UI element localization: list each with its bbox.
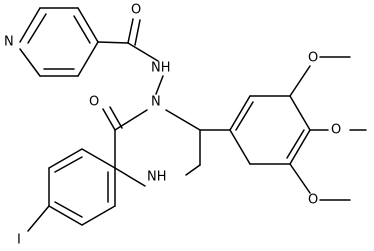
- bond: [54, 201, 83, 218]
- bond: [77, 7, 99, 43]
- bond: [27, 205, 50, 232]
- bond: [73, 15, 91, 44]
- atom-label-carbonyl-o: O: [131, 3, 141, 18]
- atom-label-methoxy-o-2: O: [331, 123, 341, 138]
- bond: [165, 109, 201, 131]
- bond: [102, 108, 116, 131]
- atom-label-amide-nh: NH: [151, 61, 171, 76]
- bond: [286, 129, 305, 159]
- bond: [229, 95, 251, 131]
- bond: [289, 65, 311, 97]
- bond: [109, 106, 123, 129]
- bond: [81, 205, 116, 226]
- bond: [114, 109, 148, 131]
- bond: [81, 148, 116, 169]
- bond: [289, 129, 311, 165]
- bond: [289, 95, 311, 131]
- bond: [48, 148, 83, 169]
- bond-lines: [19, 7, 367, 232]
- atom-label-ring-nh: NH: [147, 170, 167, 185]
- bond: [48, 205, 83, 226]
- atom-label-hydrazide-n: N: [151, 95, 161, 110]
- bond: [27, 13, 47, 44]
- atom-label-ring-o: O: [89, 95, 99, 110]
- bond: [289, 163, 311, 194]
- bond: [235, 101, 254, 131]
- atom-label-iodine: I: [17, 233, 21, 248]
- atom-label-methoxy-o-3: O: [308, 193, 318, 208]
- bond: [127, 42, 159, 62]
- atom-labels: N O NH N O NH I O O O: [4, 3, 341, 248]
- bond: [229, 129, 251, 165]
- bond: [77, 41, 99, 77]
- bond: [114, 167, 146, 187]
- bond: [185, 164, 201, 176]
- bond: [134, 19, 141, 46]
- bond: [54, 156, 83, 173]
- bond: [127, 18, 134, 44]
- atom-label-pyridine-n: N: [4, 35, 14, 50]
- bond: [19, 7, 41, 43]
- bond: [97, 41, 129, 44]
- bond: [19, 48, 41, 77]
- bond: [155, 75, 164, 95]
- atom-label-methoxy-o-1: O: [308, 51, 318, 66]
